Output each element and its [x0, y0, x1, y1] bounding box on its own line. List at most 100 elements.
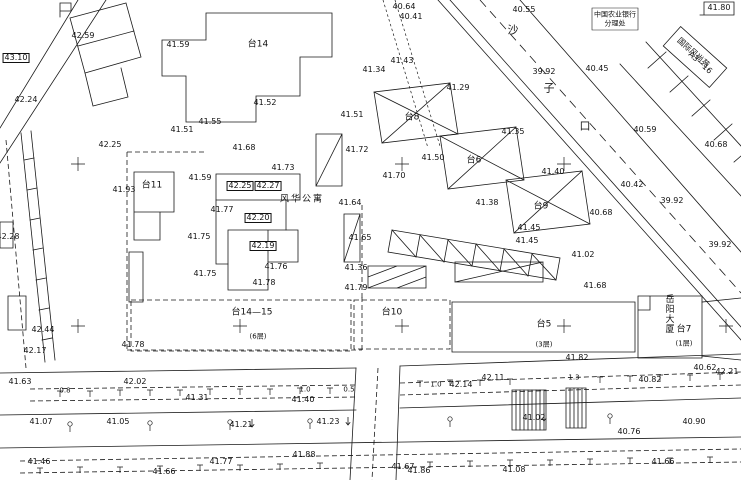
elevation-label: 41.43: [390, 56, 414, 65]
elevation-label: 41.80: [707, 3, 731, 12]
elevation-label: 42.25: [98, 140, 122, 149]
dashed-lines: [5, 0, 741, 480]
elevation-label: 42.17: [23, 346, 47, 355]
map-text-label: 台14: [247, 39, 269, 50]
elevation-label: 41.63: [8, 377, 32, 386]
elevation-label: 41.79: [344, 283, 368, 292]
elevation-label: 41.72: [345, 145, 369, 154]
elevation-label: 42.27: [254, 181, 282, 191]
elevation-label: 41.78: [252, 278, 276, 287]
elevation-label: 41.36: [344, 263, 368, 272]
grid-cross: [557, 157, 571, 171]
elevation-label: 41.86: [407, 466, 431, 475]
elevation-label: 42.11: [481, 373, 505, 382]
elevation-label: 41.75: [187, 232, 211, 241]
map-text-label: 台7: [676, 324, 692, 335]
elevation-label: 41.40: [291, 395, 315, 404]
elevation-label: 40.42: [620, 180, 644, 189]
map-text-label: 沙: [507, 23, 519, 37]
grid-cross: [395, 157, 409, 171]
elevation-label: 41.31: [185, 393, 209, 402]
elevation-label: 41.65: [348, 233, 372, 242]
elevation-label: 41.68: [583, 281, 607, 290]
elevation-label: 41.02: [522, 413, 546, 422]
map-text-label: 台9: [533, 201, 549, 212]
elevation-label: 41.76: [264, 262, 288, 271]
elevation-label: 41.66: [152, 467, 176, 476]
map-text-label: 分理处: [604, 19, 626, 28]
elevation-label: 42.25: [226, 181, 254, 191]
grid-cross: [395, 319, 409, 333]
elevation-label: 42.21: [715, 367, 739, 376]
elevation-label: 42.59: [71, 31, 95, 40]
map-text-label: (3层): [535, 340, 553, 349]
map-text-label: 台5: [536, 319, 552, 330]
elevation-label: 41.66: [651, 457, 675, 466]
elevation-label: 43.10: [2, 53, 30, 63]
elevation-label: 41.05: [106, 417, 130, 426]
elevation-label: 40.82: [638, 375, 662, 384]
elevation-label: 41.77: [209, 457, 233, 466]
elevation-label: 42.02: [123, 377, 147, 386]
elevation-label: 42.19: [249, 241, 277, 251]
elevation-label: 39.92: [660, 196, 684, 205]
map-text-label: 风华公寓: [279, 194, 325, 205]
elevation-label: 41.55: [198, 117, 222, 126]
grid-cross: [557, 319, 571, 333]
elevation-label: 39.92: [532, 67, 556, 76]
elevation-label: 1.0: [430, 380, 442, 389]
elevation-label: 42.24: [14, 95, 38, 104]
elevation-label: 1.0: [299, 385, 311, 394]
elevation-label: 40.45: [585, 64, 609, 73]
map-text-label: 口: [579, 119, 591, 133]
elevation-label: 41.29: [446, 83, 470, 92]
map-text-label: 台11: [141, 180, 163, 191]
map-text-label: (1层): [675, 339, 693, 348]
elevation-label: 41.35: [501, 127, 525, 136]
elevation-label: 39.92: [708, 240, 732, 249]
map-text-label: 中国农业银行: [594, 10, 636, 19]
elevation-label: 1.3: [568, 373, 580, 382]
elevation-label: 41.64: [338, 198, 362, 207]
map-text-label: 台6: [466, 155, 482, 166]
elevation-label: 41.59: [166, 40, 190, 49]
elevation-label: 41.46: [27, 457, 51, 466]
elevation-label: 41.88: [292, 450, 316, 459]
grid-cross: [71, 319, 85, 333]
map-text-label: 台10: [381, 307, 403, 318]
elevation-label: 42.28: [0, 232, 20, 241]
elevation-label: 41.23: [316, 417, 340, 426]
map-text-label: 台8: [404, 112, 420, 123]
elevation-label: 42.20: [244, 213, 272, 223]
elevation-label: 40.59: [633, 125, 657, 134]
utility-lines: [382, 0, 441, 149]
elevation-label: 41.08: [502, 465, 526, 474]
grid-cross: [233, 319, 247, 333]
elevation-label: 42.44: [31, 325, 55, 334]
elevation-label: 41.21: [229, 420, 253, 429]
grid-cross: [719, 319, 733, 333]
elevation-label: 42.14: [449, 380, 473, 389]
elevation-label: 41.68: [232, 143, 256, 152]
elevation-label: 0.8: [59, 386, 71, 395]
elevation-label: 41.78: [121, 340, 145, 349]
map-text-label: 子: [543, 81, 555, 95]
elevation-label: 41.51: [340, 110, 364, 119]
elevation-label: 41.45: [515, 236, 539, 245]
elevation-label: 40.68: [589, 208, 613, 217]
elevation-label: 41.73: [271, 163, 295, 172]
elevation-label: 0.5: [343, 385, 355, 394]
elevation-label: 41.67: [391, 462, 415, 471]
elevation-label: 41.77: [210, 205, 234, 214]
elevation-label: 41.45: [517, 223, 541, 232]
elevation-label: 40.41: [399, 12, 423, 21]
elevation-label: 41.07: [29, 417, 53, 426]
elevation-label: 40.64: [392, 2, 416, 11]
elevation-label: 41.93: [112, 185, 136, 194]
elevation-label: 40.90: [682, 417, 706, 426]
grid-crosses: [71, 157, 733, 333]
